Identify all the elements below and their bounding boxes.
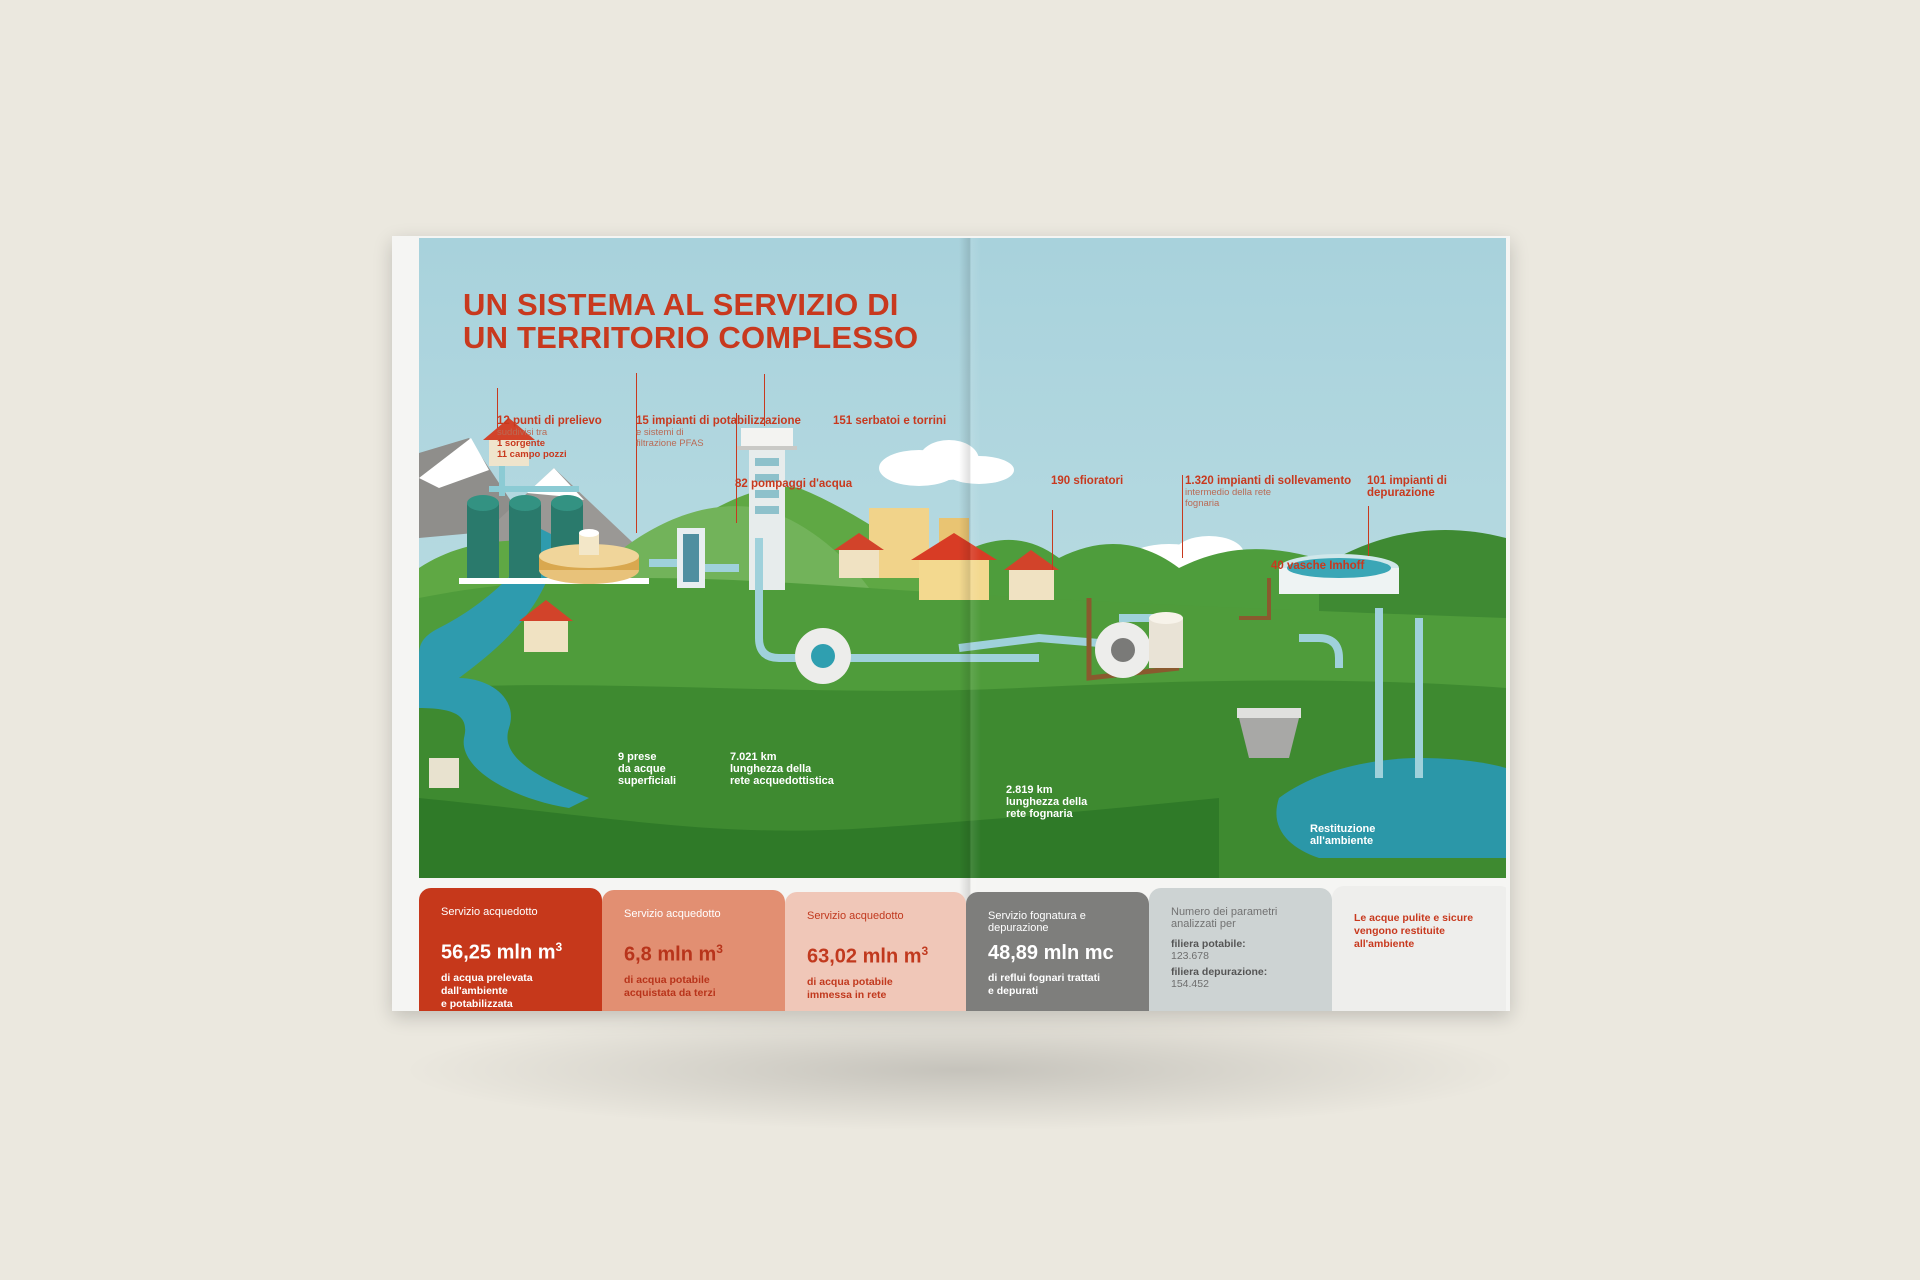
water-pipes [649, 538, 1423, 778]
leader-prelievo [497, 388, 498, 428]
label-prelievo: 12 punti di prelievo suddivisi tra 1 sor… [497, 415, 602, 460]
infographic-spread: UN SISTEMA AL SERVIZIO DI UN TERRITORIO … [419, 238, 1506, 1011]
leader-sfioratori [1052, 510, 1053, 570]
house-river [524, 618, 568, 652]
leader-imhoff [1182, 475, 1183, 558]
card-line-depurazione: filiera depurazione:154.452 [1171, 966, 1268, 990]
stats-cards: Servizio acquedotto 56,25 mln m3 di acqu… [419, 876, 1506, 1011]
label-depurazione: 101 impianti di depurazione [1367, 475, 1447, 499]
title-line-1: UN SISTEMA AL SERVIZIO DI [463, 287, 899, 322]
card-heading: Servizio acquedotto [624, 908, 721, 920]
brochure-shadow [410, 1010, 1510, 1130]
label-potabilizzazione: 15 impianti di potabilizzazione e sistem… [636, 415, 801, 449]
card-value: 63,02 mln m3 [807, 944, 929, 968]
card-value: 48,89 mln mc [988, 942, 1114, 964]
card-value: 6,8 mln m3 [624, 942, 723, 966]
leader-potabilizzazione [636, 373, 637, 533]
title-line-2: UN TERRITORIO COMPLESSO [463, 320, 919, 355]
leader-serbatoi [764, 374, 765, 426]
card-heading: Servizio acquedotto [441, 906, 538, 918]
page-title: UN SISTEMA AL SERVIZIO DI UN TERRITORIO … [463, 288, 918, 354]
label-restituzione: Restituzione all'ambiente [1310, 823, 1376, 847]
leader-pompaggi [736, 413, 737, 523]
card-prelevata: Servizio acquedotto 56,25 mln m3 di acqu… [419, 888, 602, 1011]
depuration-plant [1279, 554, 1399, 594]
leader-depurazione [1368, 506, 1369, 556]
card-line-potabile: filiera potabile:123.678 [1171, 938, 1246, 962]
town [834, 508, 1059, 600]
label-sfioratori: 190 sfioratori [1051, 475, 1124, 487]
label-fognaria: 2.819 km lunghezza della rete fognaria [1006, 784, 1088, 820]
label-pompaggi: 82 pompaggi d'acqua [735, 478, 853, 490]
card-value: 56,25 mln m3 [441, 940, 563, 964]
card-acquistata: Servizio acquedotto 6,8 mln m3 di acqua … [602, 890, 785, 1011]
card-heading: Servizio acquedotto [807, 910, 904, 922]
imhoff-tank [1239, 718, 1299, 758]
sewer-pipe [1086, 598, 1180, 681]
house-mountain [489, 438, 529, 466]
label-prese: 9 prese da acque superficiali [618, 751, 677, 787]
label-sollevamento: 1.320 impianti di sollevamento intermedi… [1185, 475, 1352, 509]
label-serbatoi: 151 serbatoi e torrini [833, 415, 947, 427]
restitution-water [1276, 758, 1506, 858]
label-imhoff: 40 vasche Imhoff [1271, 560, 1365, 572]
label-acquedottistica: 7.021 km lunghezza della rete acquedotti… [730, 751, 834, 787]
card-immessa: Servizio acquedotto 63,02 mln m3 di acqu… [785, 892, 966, 1011]
